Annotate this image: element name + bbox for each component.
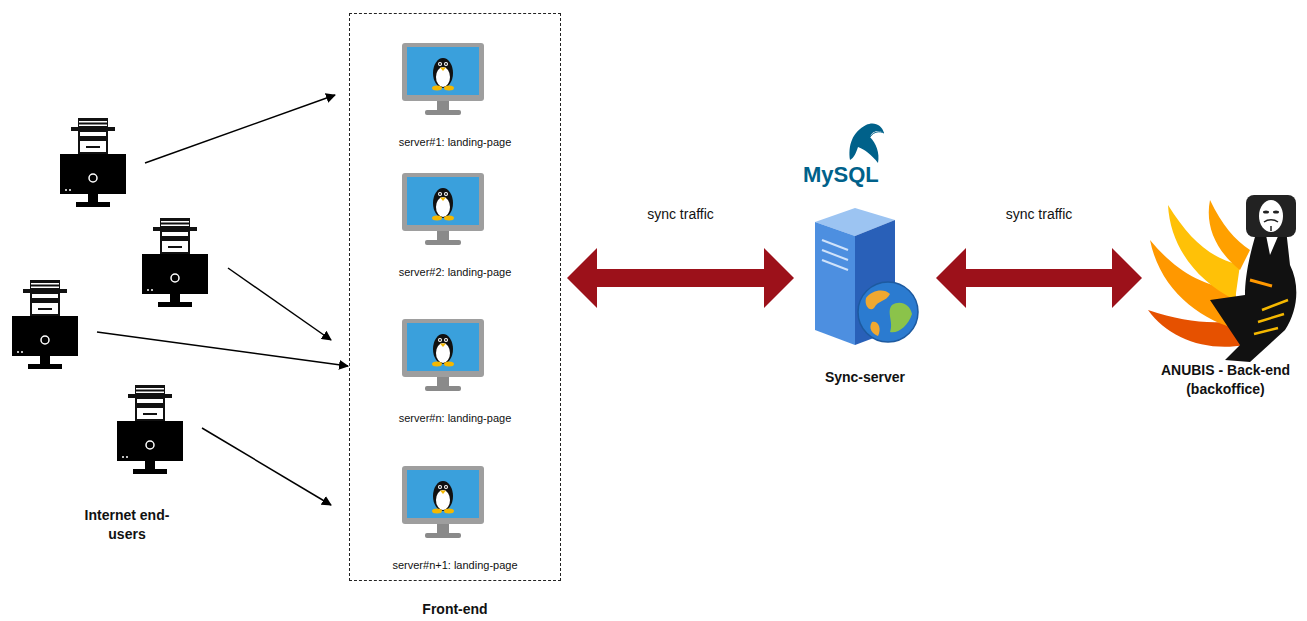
end-user-icons-part [117, 385, 183, 474]
node-label: Sync-server [804, 368, 926, 387]
server-monitors-part [402, 466, 484, 538]
globe-icon-part [866, 291, 890, 310]
anubis-logo-part [1263, 211, 1269, 214]
anubis-logo-part [1259, 200, 1283, 232]
anubis-logo-part [1270, 226, 1272, 231]
end-user-icons-part [60, 118, 126, 207]
node-label: server#2: landing-page [359, 265, 551, 280]
end-user-icons [12, 118, 208, 474]
mysql-dolphin [850, 123, 884, 163]
anubis-logo-part [1264, 220, 1278, 222]
node-label: ANUBIS - Back-end (backoffice) [1152, 361, 1299, 399]
sync-arrow [936, 248, 1142, 308]
request-arrows [97, 95, 348, 505]
backend-node: ANUBIS - Back-end (backoffice) [1148, 195, 1303, 403]
server-node: server#2: landing-page [355, 172, 555, 284]
server-node: server#1: landing-page [355, 42, 555, 154]
server-tower-part [822, 260, 848, 270]
request-arrows-part [97, 332, 348, 366]
server-node: server#n: landing-page [355, 318, 555, 430]
group-label: Internet end-users [77, 506, 177, 544]
anubis-logo-part [1254, 300, 1288, 334]
edge-label: sync traffic [1004, 206, 1075, 222]
anubis-logo-part [1246, 195, 1296, 237]
server-node: server#n+1: landing-page [355, 465, 555, 577]
group-heading: Front-end [350, 600, 560, 619]
anubis-logo-part [1210, 215, 1296, 362]
request-arrows-part [145, 95, 335, 163]
sync-arrow [567, 248, 794, 308]
anubis-logo-part [1209, 200, 1250, 270]
end-user-icons-part [142, 218, 208, 307]
anubis-logo-part [1250, 280, 1272, 286]
request-arrows-part [202, 428, 331, 505]
anubis-logo-part [1273, 211, 1279, 214]
server-tower-part [822, 250, 848, 260]
sync-server-node: Sync-server [800, 200, 930, 391]
mysql-logo-text: MySQL [803, 160, 879, 190]
server-monitors-part [402, 43, 484, 115]
front-end-group: Front-endserver#1: landing-pageserver#2:… [349, 13, 561, 581]
edge-label: sync traffic [645, 206, 716, 222]
anubis-logo [1148, 195, 1296, 362]
server-monitors-part [402, 319, 484, 391]
globe-icon-part [890, 303, 912, 332]
node-label: server#n+1: landing-page [359, 558, 551, 573]
mysql-dolphin-part [850, 123, 884, 163]
server-tower-part [815, 222, 855, 345]
server-tower-part [822, 240, 848, 250]
node-label: server#1: landing-page [359, 135, 551, 150]
mysql-dolphin-part [870, 132, 884, 137]
end-user-icons-part [12, 280, 78, 369]
server-monitors [402, 43, 484, 538]
globe-icon-part [858, 282, 918, 342]
globe-icon [858, 282, 918, 342]
globe-icon-part [870, 322, 879, 336]
node-label: server#n: landing-page [359, 411, 551, 426]
request-arrows-part [228, 268, 331, 340]
server-monitors-part [402, 173, 484, 245]
